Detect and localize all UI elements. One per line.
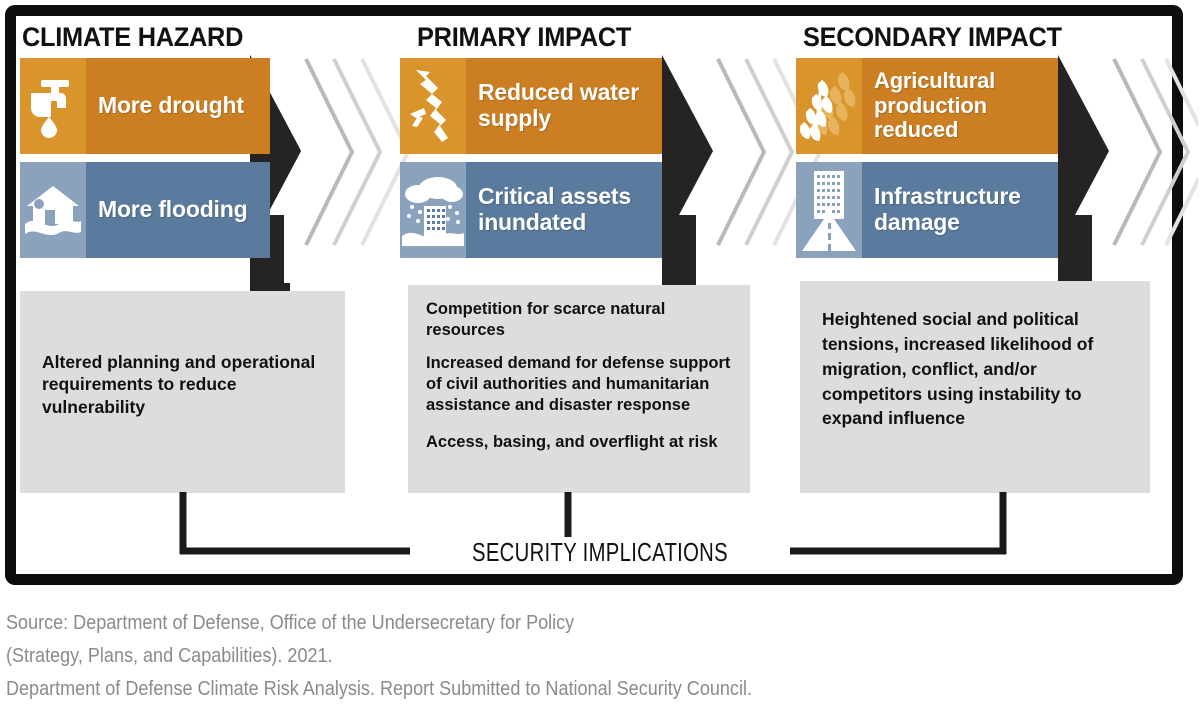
column-title-climate-hazard: CLIMATE HAZARD: [22, 22, 244, 52]
outcome-box-climate-hazard: Altered planning and operational require…: [20, 291, 345, 493]
wheat-stalks-icon: [796, 58, 862, 154]
bar-label: Reduced water supply: [466, 58, 662, 154]
security-implications-label: SECURITY IMPLICATIONS: [472, 537, 728, 567]
column-title-secondary-impact: SECONDARY IMPACT: [803, 22, 1062, 52]
bar-reduced-water-supply[interactable]: Reduced water supply: [400, 58, 662, 154]
outcome-text: Altered planning and operational require…: [42, 352, 316, 417]
bar-label: Critical assets inundated: [466, 162, 662, 258]
source-line-2: (Strategy, Plans, and Capabilities). 202…: [6, 644, 333, 667]
source-line-1: Source: Department of Defense, Office of…: [6, 611, 575, 634]
building-road-icon: [796, 162, 862, 258]
outcome-text: Increased demand for defense support of …: [426, 354, 731, 415]
outcome-box-secondary-impact: Heightened social and political tensions…: [800, 281, 1150, 493]
bar-more-flooding[interactable]: More flooding: [20, 162, 270, 258]
outcome-text: Competition for scarce natural resources: [426, 300, 666, 340]
cracked-dry-riverbed-icon: [400, 58, 466, 154]
rain-cloud-flooded-building-icon: [400, 162, 466, 258]
bar-label: Infrastructure damage: [862, 162, 1058, 258]
bar-infrastructure-damage[interactable]: Infrastructure damage: [796, 162, 1058, 258]
bar-critical-assets-inundated[interactable]: Critical assets inundated: [400, 162, 662, 258]
bar-more-drought[interactable]: More drought: [20, 58, 270, 154]
flooded-house-icon: [20, 162, 86, 258]
bar-agricultural-production-reduced[interactable]: Agricultural production reduced: [796, 58, 1058, 154]
column-title-primary-impact: PRIMARY IMPACT: [417, 22, 632, 52]
bar-label: More flooding: [86, 162, 270, 258]
source-line-3: Department of Defense Climate Risk Analy…: [6, 677, 752, 700]
outcome-text: Access, basing, and overflight at risk: [426, 432, 718, 451]
faucet-drip-icon: [20, 58, 86, 154]
outcome-text: Heightened social and political tensions…: [822, 309, 1094, 429]
bar-label: More drought: [86, 58, 270, 154]
bar-label: Agricultural production reduced: [862, 58, 1058, 154]
outcome-box-primary-impact: Competition for scarce natural resources…: [408, 285, 750, 493]
